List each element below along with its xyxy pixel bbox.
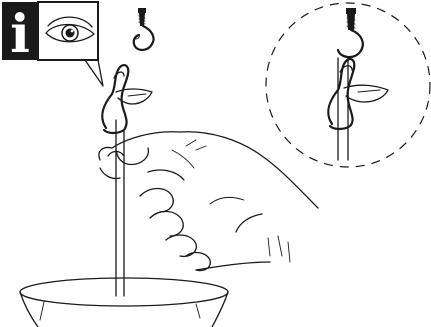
hand-illustration	[99, 132, 318, 271]
magnified-detail-circle	[266, 3, 430, 167]
plant-stake	[116, 120, 124, 296]
hook-icon	[134, 26, 154, 50]
detail-screw-icon	[346, 8, 356, 30]
info-badge: i	[2, 2, 103, 86]
stake-clip	[102, 65, 152, 133]
screw-icon	[138, 8, 146, 26]
info-letter: i	[10, 4, 30, 65]
